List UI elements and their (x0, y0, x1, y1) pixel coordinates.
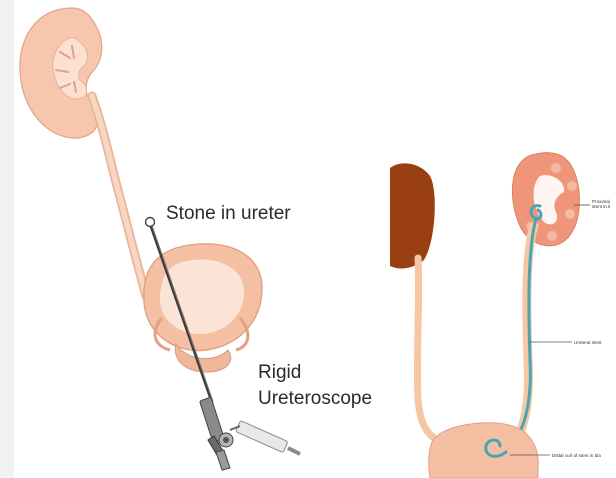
kidney-right (512, 153, 579, 246)
distal-curl-label: Distal curl of stent in bla (552, 453, 601, 458)
right-panel: Proximal stent in k Ureteral stent Dista… (390, 153, 611, 478)
proximal-label-line2: stent in k (592, 204, 611, 209)
scope-label-line2: Ureteroscope (258, 388, 372, 409)
syringe-attachment (230, 421, 300, 454)
ureter-stone (146, 218, 155, 227)
stone-label: Stone in ureter (166, 203, 291, 224)
left-panel: Stone in ureter Rigid Ureteroscope (0, 0, 372, 478)
bladder-left (144, 244, 262, 372)
kidney-left (20, 8, 102, 138)
liver (390, 163, 435, 268)
scope-label-line1: Rigid (258, 362, 301, 383)
ureteral-stent-label: Ureteral stent (574, 340, 602, 345)
left-edge-shade (0, 0, 14, 478)
bladder-right (429, 423, 539, 478)
ureter-right-panel-left (417, 258, 434, 438)
